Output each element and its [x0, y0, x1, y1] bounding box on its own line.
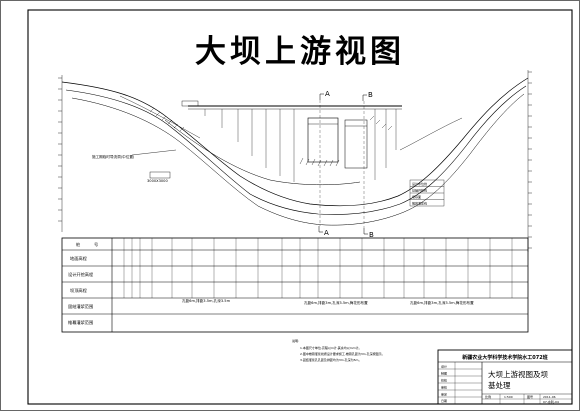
section-marks	[318, 93, 368, 235]
title-block-scale-label: 比例	[485, 394, 491, 399]
title-block-checker: 校核	[441, 378, 447, 383]
table-row-ground-elev: 地面高程	[70, 255, 88, 262]
section-b-bottom-label: B	[369, 231, 374, 239]
grout-note-right: 孔距6m,排距3m,孔深3.5m,梅花形布置	[410, 300, 474, 305]
title-block-date: 日期	[441, 398, 447, 403]
slope-line-right	[399, 117, 463, 151]
spillway-gate-b	[344, 119, 368, 169]
crest-tag	[181, 100, 199, 107]
title-block-drawing-name-2: 基处理	[488, 380, 511, 390]
grout-curtain-line	[71, 93, 525, 226]
table-row-excavation-elev: 设计开挖高程	[68, 271, 94, 278]
spillway-gate-a	[307, 117, 339, 163]
title-block-drawing-name-1: 大坝上游视图及坝	[488, 369, 548, 379]
valley-profile	[61, 77, 529, 226]
grout-note-middle: 孔距6m,排距3m,孔深3.5m,梅花形布置	[304, 300, 368, 305]
culvert-box	[149, 171, 171, 179]
title-block-drafter: 制图	[441, 371, 447, 376]
slope-line	[119, 95, 201, 139]
ground-line	[61, 77, 529, 207]
title-block-drawing-number: 07-水利-04	[543, 399, 559, 404]
title-block	[437, 349, 573, 405]
table-header-1: 桩	[76, 241, 80, 248]
left-elevation-scale	[58, 75, 63, 232]
title-block-sheet-value: 2011-06	[543, 395, 556, 399]
title-block-school: 新疆农业大学科学技术学院水工072班	[462, 354, 547, 361]
river-line	[164, 119, 361, 186]
grout-note-left: 孔距6m,排距3.5m,孔深3.5m	[182, 298, 231, 303]
section-a-top-mark	[319, 93, 324, 100]
legend-item-design-water: 设计水位线	[412, 181, 427, 186]
diversion-tunnel	[131, 149, 177, 179]
table-header-2: 号	[94, 242, 98, 248]
note-line-2: 2.图中帷幕灌浆线按设计要求施工,帷幕孔距为3m,孔深按图示。	[300, 351, 385, 356]
title-block-approver: 审定	[441, 392, 447, 397]
excavation-line	[65, 85, 527, 215]
section-b-top-label: B	[368, 91, 373, 99]
table-row-curtain-grout: 帷幕灌浆范围	[68, 319, 93, 326]
note-line-1: 1.本图尺寸单位,高程以m计,其余均以mm计。	[300, 345, 362, 350]
tunnel-callout-label: 施工期临时导流洞(中位置)	[92, 154, 135, 159]
right-elevation-scale	[527, 70, 532, 252]
legend	[409, 179, 445, 207]
note-line-3: 3.固结灌浆孔孔距及排距均为3m,孔深为5m。	[300, 357, 361, 362]
dam-body	[181, 100, 402, 182]
title-block-designer: 设计	[441, 364, 447, 369]
section-b-bottom-mark	[363, 228, 368, 235]
inner-border	[27, 9, 573, 405]
title-block-sheet-label: 图号	[527, 394, 533, 399]
section-a-top-label: A	[325, 90, 330, 98]
legend-item-grout-curtain: 帷幕灌浆线	[412, 201, 427, 206]
notes-heading: 说明:	[292, 338, 299, 343]
table-row-crest-elev: 坝顶高程	[70, 287, 88, 294]
table-row-consolidation-grout: 固结灌浆范围	[68, 303, 93, 310]
legend-item-excavation: 基础开挖线	[412, 188, 427, 193]
title-block-scale-value: 1:500	[504, 395, 513, 399]
title-block-reviewer: 审核	[441, 385, 447, 390]
section-b-top-mark	[362, 94, 367, 101]
drawing-title: 大坝上游视图	[195, 34, 405, 70]
foundation-hatching	[149, 107, 393, 167]
section-a-bottom-mark	[318, 226, 323, 233]
profile-table	[61, 237, 529, 333]
section-a-bottom-label: A	[324, 229, 329, 237]
legend-item-foundation: 坝基面	[412, 194, 421, 199]
culvert-size-label: 3000X3000	[147, 179, 168, 183]
